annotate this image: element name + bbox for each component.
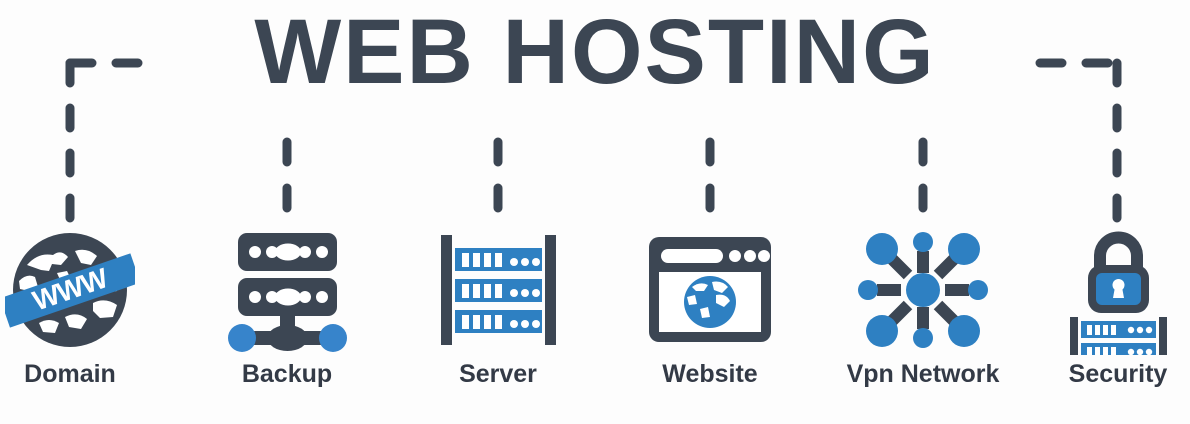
column-server: Server [403,222,593,422]
globe-www-icon: WWW [5,232,135,347]
icon-box-website [615,222,805,357]
column-website: Website [615,222,805,422]
icon-box-server [403,222,593,357]
browser-globe-icon [649,236,771,342]
column-label-domain: Domain [24,360,116,388]
icon-box-domain: WWW [0,222,165,357]
server-backup-icon [227,232,347,352]
column-domain: WWW Domain [0,222,165,422]
column-label-website: Website [662,360,758,388]
column-label-backup: Backup [241,360,333,388]
icon-box-backup [192,222,382,357]
icon-box-vpn [828,222,1018,357]
icon-box-security [1023,222,1190,357]
column-security: Security [1023,222,1190,422]
column-vpn: Vpn Network [828,222,1018,422]
column-label-security: Security [1068,360,1168,388]
column-backup: Backup [192,222,382,422]
lock-server-icon [1069,231,1167,355]
network-hub-icon [858,231,988,348]
page-title: WEB HOSTING [254,1,936,103]
column-label-vpn: Vpn Network [846,360,1000,388]
column-label-server: Server [459,360,537,388]
server-rack-icon [440,234,556,345]
